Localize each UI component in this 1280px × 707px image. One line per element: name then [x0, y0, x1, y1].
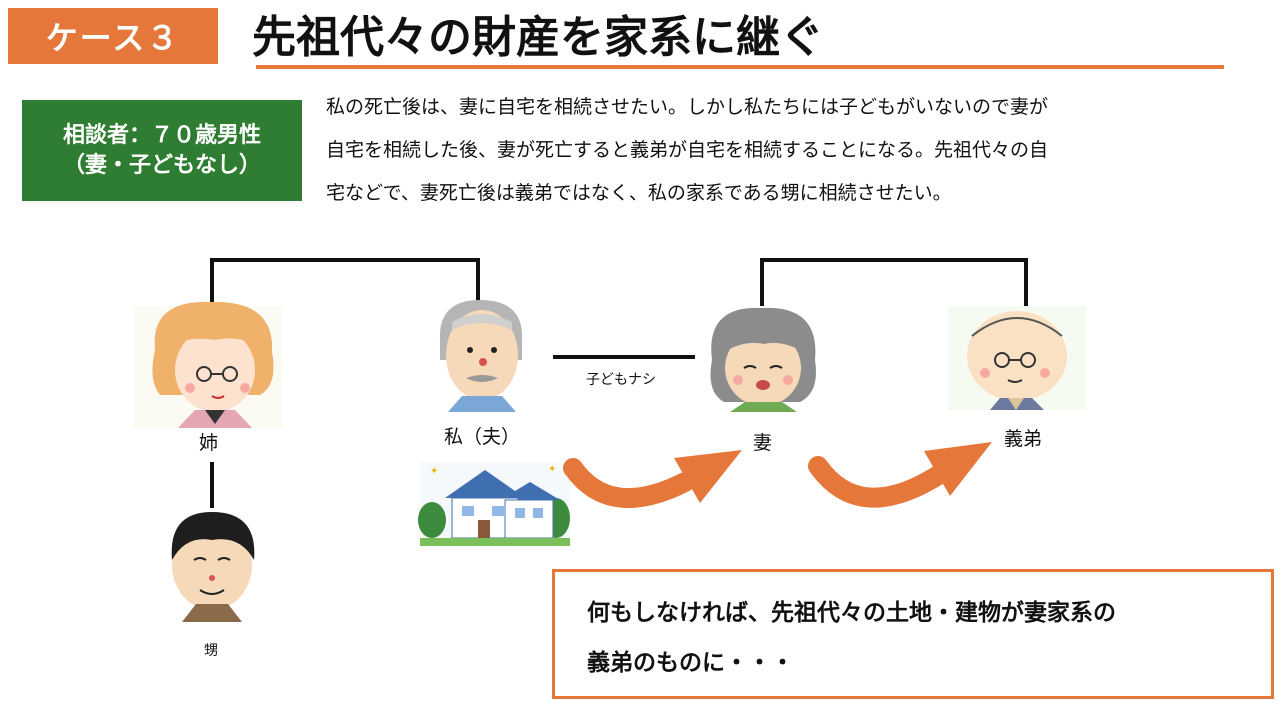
case-label: ケース３: [45, 19, 181, 57]
self-avatar: [439, 300, 523, 412]
case-badge: ケース３: [8, 8, 218, 64]
sibling-connector-line: [210, 258, 480, 306]
inheritance-arrow-1-head: [674, 450, 742, 503]
wife-avatar: [710, 307, 816, 412]
inheritance-arrow-2-head: [924, 442, 992, 496]
sister-label: 姉: [199, 432, 219, 454]
svg-text:✦: ✦: [430, 466, 438, 477]
self-label: 私（夫）: [444, 426, 521, 448]
brother-in-law-label: 義弟: [1004, 428, 1043, 450]
inheritance-arrow-1: [563, 458, 695, 509]
sister-avatar: [133, 301, 283, 428]
wife-sibling-connector-line: [760, 258, 1028, 306]
inheritance-arrow-2: [808, 456, 950, 508]
nephew-label: 甥: [204, 643, 218, 659]
nephew-avatar: [171, 512, 255, 622]
client-family-status: （妻・子どもなし）: [62, 152, 261, 178]
warning-box: 何もしなければ、先祖代々の土地・建物が妻家系の 義弟のものに・・・: [552, 569, 1274, 699]
brother-in-law-avatar: [948, 306, 1086, 410]
description-line-3: 宅などで、妻死亡後は義弟ではなく、私の家系である甥に相続させたい。: [326, 182, 952, 204]
page-title: 先祖代々の財産を家系に継ぐ: [252, 12, 824, 63]
title-underline: [256, 65, 1224, 69]
house-icon: ✦ ✦: [418, 462, 570, 546]
client-age-gender: 相談者：７０歳男性: [62, 122, 261, 148]
svg-text:✦: ✦: [548, 464, 556, 475]
client-info-box: 相談者：７０歳男性 （妻・子どもなし）: [22, 100, 302, 201]
description-line-2: 自宅を相続した後、妻が死亡すると義弟が自宅を相続することになる。先祖代々の自: [326, 139, 1049, 161]
wife-label: 妻: [753, 432, 773, 454]
warning-line-2: 義弟のものに・・・: [587, 650, 794, 676]
warning-line-1: 何もしなければ、先祖代々の土地・建物が妻家系の: [587, 600, 1116, 626]
no-children-label: 子どもナシ: [586, 372, 656, 388]
description-line-1: 私の死亡後は、妻に自宅を相続させたい。しかし私たちには子どもがいないので妻が: [326, 96, 1049, 118]
case-description: 私の死亡後は、妻に自宅を相続させたい。しかし私たちには子どもがいないので妻が 自…: [326, 86, 1226, 215]
